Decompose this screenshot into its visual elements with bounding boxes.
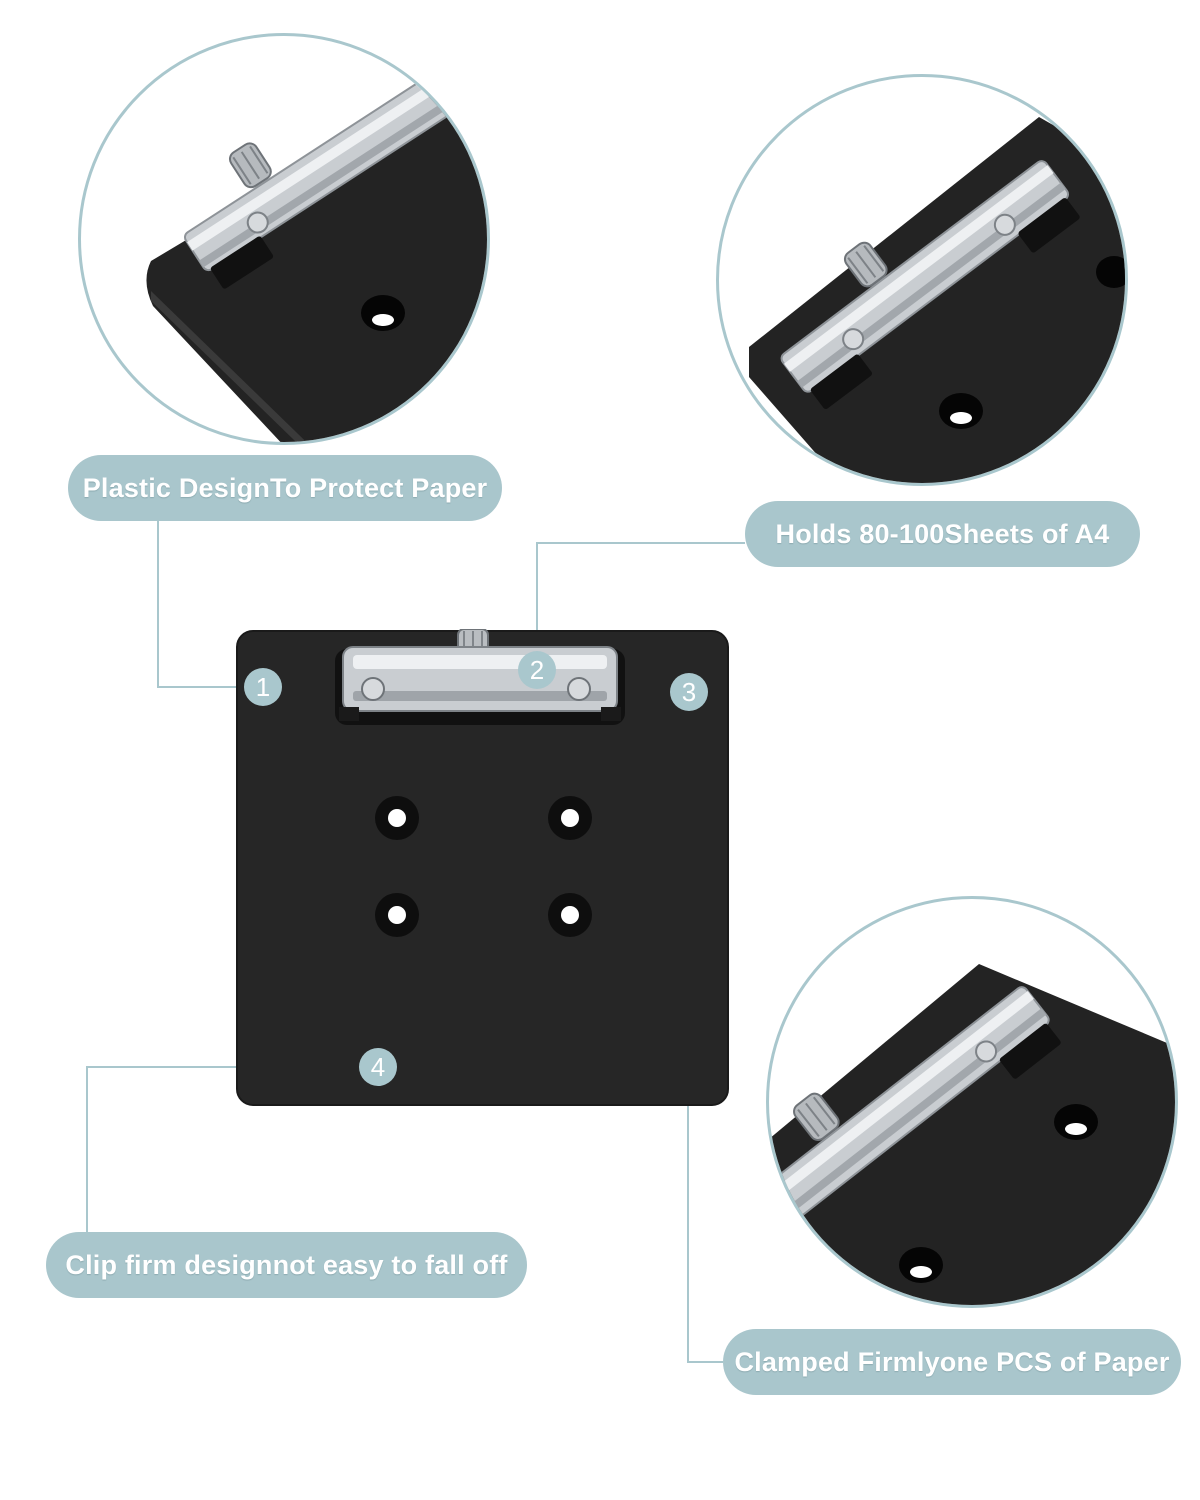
callout-clamped-firmly: Clamped Firmlyone PCS of Paper xyxy=(723,1329,1181,1395)
badge-3: 3 xyxy=(670,673,708,711)
callout-holds-sheets: Holds 80-100Sheets of A4 xyxy=(745,501,1140,567)
badge-2: 2 xyxy=(518,651,556,689)
callout-clip-firm: Clip firm designnot easy to fall off xyxy=(46,1232,527,1298)
mounting-holes xyxy=(375,796,592,937)
metal-clip xyxy=(335,646,625,725)
detail-circle-sheet-capacity xyxy=(716,74,1128,486)
badge-1: 1 xyxy=(244,668,282,706)
badge-4: 4 xyxy=(359,1048,397,1086)
callout-plastic-design: Plastic DesignTo Protect Paper xyxy=(68,455,502,521)
clipboard-board xyxy=(236,629,729,1106)
detail-circle-clamp-firmly xyxy=(766,896,1178,1308)
detail-circle-plastic-clip xyxy=(78,33,490,445)
